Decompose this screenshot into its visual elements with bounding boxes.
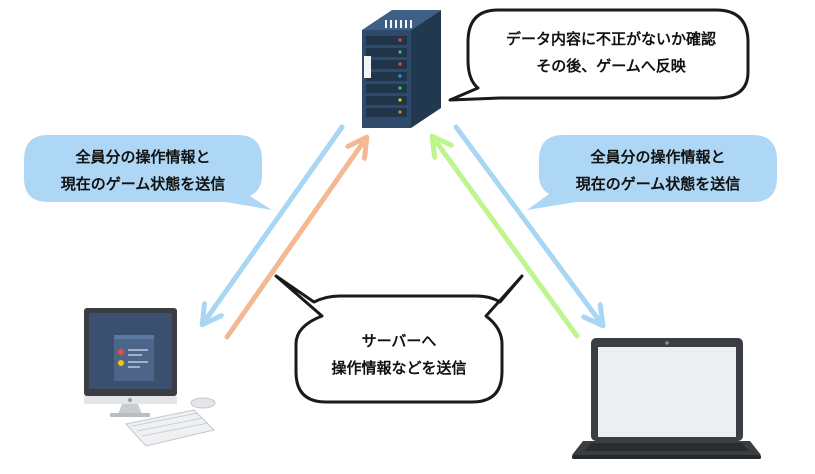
server-note-line-2: その後、ゲームへ反映 bbox=[536, 57, 686, 75]
laptop-icon bbox=[572, 338, 761, 459]
arrow-desktop-to-server bbox=[224, 144, 362, 340]
client-note-bubble bbox=[274, 274, 524, 404]
client-note-text: サーバーへ 操作情報などを送信 bbox=[296, 328, 502, 382]
server-note-text: データ内容に不正がないか確認 その後、ゲームへ反映 bbox=[478, 26, 744, 80]
right-note-line-1: 全員分の操作情報と bbox=[590, 148, 726, 166]
arrow-server-to-laptop bbox=[453, 124, 598, 319]
right-note-text: 全員分の操作情報と 現在のゲーム状態を送信 bbox=[539, 144, 777, 198]
server-icon bbox=[362, 10, 441, 128]
server-note-bubble bbox=[448, 8, 750, 102]
server-note-line-1: データ内容に不正がないか確認 bbox=[505, 30, 716, 48]
arrow-laptop-to-server bbox=[437, 143, 580, 339]
left-note-line-1: 全員分の操作情報と bbox=[75, 148, 211, 166]
left-note-bubble bbox=[24, 135, 272, 210]
right-note-bubble bbox=[527, 135, 777, 210]
client-note-line-1: サーバーへ bbox=[361, 332, 437, 350]
arrow-server-to-desktop bbox=[207, 124, 345, 318]
desktop-computer-icon bbox=[84, 308, 216, 447]
left-note-line-2: 現在のゲーム状態を送信 bbox=[60, 175, 226, 193]
left-note-text: 全員分の操作情報と 現在のゲーム状態を送信 bbox=[24, 144, 262, 198]
right-note-line-2: 現在のゲーム状態を送信 bbox=[575, 175, 741, 193]
client-note-line-2: 操作情報などを送信 bbox=[331, 359, 467, 377]
